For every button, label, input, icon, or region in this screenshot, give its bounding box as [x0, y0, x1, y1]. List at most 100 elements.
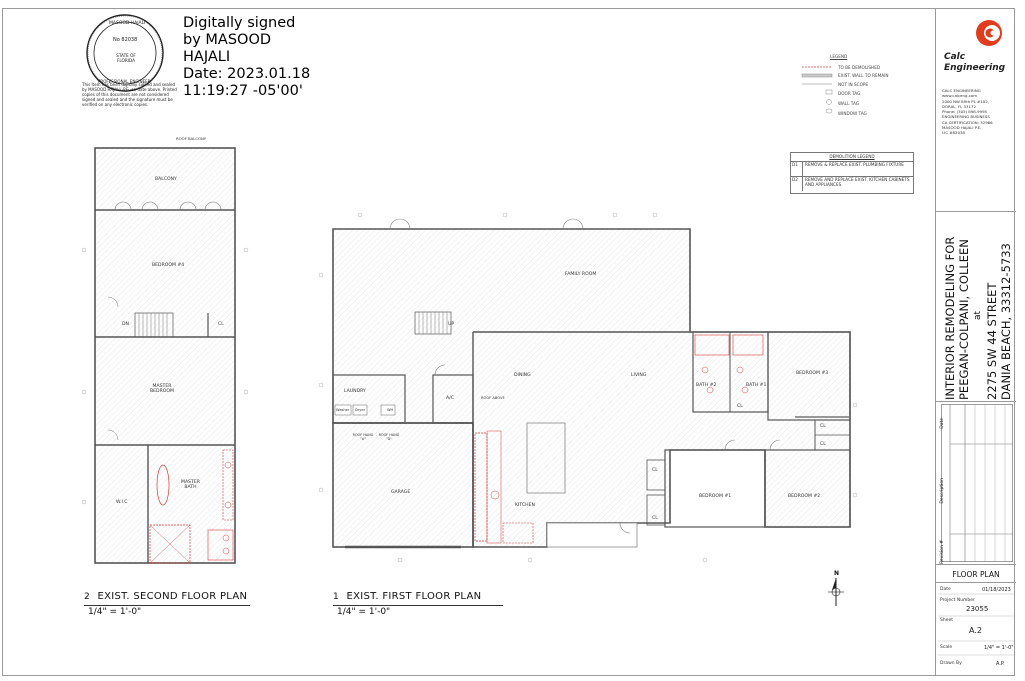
- signature-line-1: Digitally signed: [183, 15, 296, 31]
- legend-item-exist-wall: EXIST. WALL TO REMAIN: [838, 73, 889, 78]
- title-block-lines: [938, 593, 1014, 656]
- firm-name-line-2: Engineering: [944, 63, 1006, 73]
- north-label: N: [834, 570, 840, 577]
- north-arrow-icon: [828, 578, 844, 606]
- room-family-room: FAMILY ROOM: [565, 272, 597, 277]
- legend-item-window-tag: WINDOW TAG: [838, 111, 867, 116]
- firm-address-line: CA CERTIFICATION: 32966: [942, 119, 993, 125]
- demolition-row: D2 REMOVE AND REPLACE EXIST. KITCHEN CAB…: [791, 177, 913, 191]
- revision-table: [941, 404, 1013, 562]
- room-wic: W.I.C: [116, 500, 128, 505]
- project-number-value: 23055: [966, 605, 989, 613]
- room-bath-2: BATH #2: [696, 383, 717, 388]
- date-label: Date: [940, 587, 951, 592]
- room-living: LIVING: [631, 373, 647, 378]
- signature-line-4: Date: 2023.01.18: [183, 66, 311, 82]
- sheet-label: Sheet: [940, 618, 954, 623]
- first-floor-plan-title: 1 EXIST. FIRST FLOOR PLAN: [333, 591, 481, 602]
- firm-address-line: www.calceng.com: [942, 93, 978, 99]
- firm-address-line: CALC ENGINEERING: [942, 88, 981, 93]
- demolition-text: REMOVE & REPLACE EXIST. PLUMBING FIXTURE: [805, 162, 904, 167]
- firm-address-line: DORAL, FL 33172: [942, 103, 976, 109]
- divider: [936, 211, 1016, 212]
- room-dn: DN: [122, 322, 129, 327]
- digital-signature: Digitally signed by MASOOD HAJALI Date: …: [183, 15, 310, 100]
- date-value: 01/18/2023: [982, 587, 1011, 593]
- room-cl-bath: CL: [737, 404, 743, 409]
- demolition-legend-title: DEMOLITION LEGEND: [791, 153, 913, 162]
- room-bedroom-1: BEDROOM #1: [699, 494, 732, 499]
- signature-line-2: by MASOOD: [183, 32, 272, 48]
- sheet-title: FLOOR PLAN: [952, 570, 1000, 579]
- divider: [936, 582, 1016, 583]
- title-block: Calc Engineering CALC ENGINEERING www.ca…: [935, 8, 1016, 676]
- room-master-bath-line-1: MASTER: [181, 480, 200, 485]
- legend-title: LEGEND: [830, 54, 848, 59]
- drawn-by-value: A.P.: [996, 661, 1005, 667]
- firm-address: CALC ENGINEERING www.calceng.com 2000 NW…: [942, 88, 993, 136]
- legend-item-not-in-scope: NOT IN SCOPE: [838, 82, 869, 87]
- room-bath-1: BATH #1: [746, 383, 767, 388]
- second-plan-title-text: EXIST. SECOND FLOOR PLAN: [97, 591, 248, 602]
- first-plan-number: 1: [333, 592, 340, 602]
- seal-license: No 82038: [113, 37, 138, 43]
- revision-header-date: Date: [940, 418, 945, 429]
- room-ac: A/C: [446, 396, 454, 401]
- firm-address-line: MASOOD HAJALI P.E.: [942, 125, 982, 131]
- room-laundry: LAUNDRY: [344, 389, 366, 394]
- scale-label: Scale: [940, 645, 953, 650]
- second-plan-number: 2: [84, 592, 91, 602]
- first-floor-plan: [318, 212, 858, 563]
- legend: LEGEND TO BE DEMOLISHED EXIST. WALL TO R…: [800, 52, 920, 130]
- scale-value: 1/4" = 1'-0": [984, 645, 1014, 651]
- room-washer: Washer: [336, 408, 350, 412]
- demolition-key: D2: [791, 177, 803, 191]
- demolition-legend: DEMOLITION LEGEND D1 REMOVE & REPLACE EX…: [790, 152, 914, 194]
- room-cl-bed1a: CL: [652, 468, 658, 473]
- room-dryer: Dryer: [355, 408, 366, 412]
- signature-line-3: HAJALI: [183, 49, 231, 65]
- first-plan-underline: [333, 605, 503, 606]
- project-line-1: INTERIOR REMODELING FOR: [943, 236, 957, 400]
- seal-bottom-text: PROFESSIONAL ENGINEER: [98, 79, 151, 84]
- firm-address-line: 2000 NW 89th PL #102,: [942, 98, 989, 104]
- seal-notice: This item has been digitally signed and …: [82, 82, 177, 107]
- seal-state: STATE OF FLORIDA: [116, 53, 136, 63]
- room-cl-bed1b: CL: [652, 516, 658, 521]
- room-master-bedroom-line-1: MASTER: [152, 384, 172, 389]
- room-dining: DINING: [514, 373, 531, 378]
- demolition-key: D1: [791, 162, 803, 176]
- room-master-bath-line-2: BATH: [184, 485, 197, 490]
- demolition-text: REMOVE AND REPLACE EXIST. KITCHEN CABINE…: [805, 177, 910, 187]
- legend-item-wall-tag: WALL TAG: [838, 101, 860, 106]
- room-wh: WH: [387, 408, 394, 412]
- revision-header-revision: Revision #: [940, 540, 945, 565]
- firm-address-line: Phone: (305) 898-9995: [942, 109, 988, 115]
- drawn-by-label: Drawn By: [940, 661, 962, 666]
- sheet-value: A.2: [969, 626, 982, 635]
- project-line-2: PEEGAN-COLPANI, COLLEEN: [957, 239, 971, 400]
- project-line-4: 2275 SW 44 STREET: [985, 282, 999, 400]
- room-kitchen: KITCHEN: [515, 503, 535, 508]
- second-plan-underline: [84, 605, 250, 606]
- first-plan-scale: 1/4" = 1'-0": [337, 607, 391, 617]
- room-cl-bed3b: CL: [820, 442, 826, 447]
- second-plan-scale: 1/4" = 1'-0": [88, 607, 142, 617]
- room-bedroom-2: BEDROOM #2: [788, 494, 821, 499]
- sheet-border: [2, 8, 1015, 676]
- project-number-label: Project Number: [940, 598, 975, 603]
- firm-name-line-1: Calc: [944, 52, 966, 62]
- room-roof-hang-a: ROOF HANG "A": [352, 433, 374, 441]
- room-roof-balcony: ROOF BALCONY: [176, 136, 207, 141]
- signature-line-5: 11:19:27 -05'00': [183, 83, 303, 99]
- room-master-bath: MASTER BATH: [181, 480, 200, 490]
- second-floor-plan-title: 2 EXIST. SECOND FLOOR PLAN: [84, 591, 247, 602]
- room-bedroom-3: BEDROOM #3: [796, 371, 829, 376]
- room-balcony: BALCONY: [155, 177, 177, 182]
- divider: [936, 564, 1016, 565]
- firm-address-line: ENGINEERING BUSINESS: [942, 114, 990, 120]
- engineer-seal: MASOOD HAJALI No 82038 STATE OF FLORIDA …: [85, 13, 165, 93]
- room-roof-hang-d: ROOF HANG "D": [378, 433, 400, 441]
- first-plan-title-text: EXIST. FIRST FLOOR PLAN: [346, 591, 482, 602]
- second-floor-plan: [81, 147, 249, 564]
